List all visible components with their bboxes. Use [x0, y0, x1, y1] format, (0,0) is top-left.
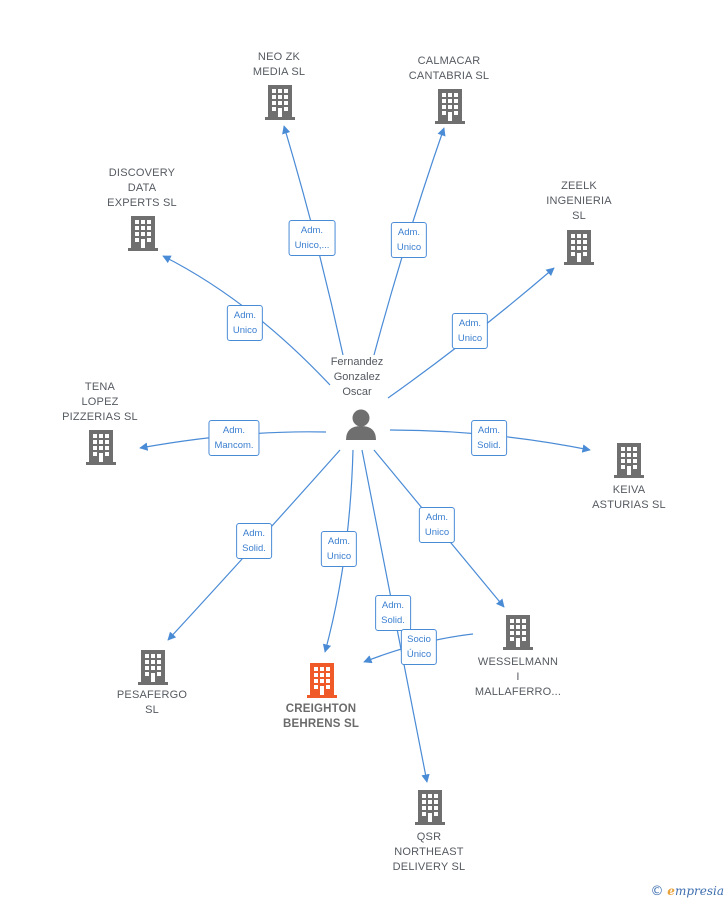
- building-icon-zeelk[interactable]: [564, 230, 594, 265]
- company-label-qsr[interactable]: QSR NORTHEAST DELIVERY SL: [392, 831, 466, 873]
- company-label-zeelk[interactable]: ZEELK INGENIERIA SL: [546, 180, 612, 222]
- edge-badge-calmacar[interactable]: Adm. Unico: [390, 222, 428, 258]
- edge-badge-wesselmann[interactable]: Adm. Unico: [418, 507, 456, 543]
- edge-badge-pesafergo[interactable]: Adm. Solid.: [236, 523, 272, 559]
- edge-badge-wess-creighton[interactable]: Socio Único: [400, 629, 438, 665]
- company-label-keiva[interactable]: KEIVA ASTURIAS SL: [592, 484, 666, 511]
- building-icon-creighton[interactable]: [307, 663, 337, 698]
- building-icon-tena[interactable]: [86, 430, 116, 465]
- company-label-pesafergo[interactable]: PESAFERGO SL: [116, 689, 188, 716]
- edge-badge-zeelk[interactable]: Adm. Unico: [451, 313, 489, 349]
- building-icon-qsr[interactable]: [415, 790, 445, 825]
- person-name[interactable]: Fernandez Gonzalez Oscar: [330, 356, 384, 398]
- edge-badge-creighton[interactable]: Adm. Unico: [320, 531, 358, 567]
- copyright-symbol: ©: [650, 884, 664, 899]
- company-label-neo[interactable]: NEO ZK MEDIA SL: [252, 51, 306, 78]
- edge-badge-keiva[interactable]: Adm. Solid.: [471, 420, 507, 456]
- company-label-creighton[interactable]: CREIGHTON BEHRENS SL: [282, 703, 360, 730]
- brand-name: mpresia: [674, 884, 724, 898]
- person-icon: [346, 409, 376, 440]
- building-icon-discovery[interactable]: [128, 216, 158, 251]
- company-label-tena[interactable]: TENA LOPEZ PIZZERIAS SL: [62, 381, 138, 423]
- company-label-discovery[interactable]: DISCOVERY DATA EXPERTS SL: [107, 167, 177, 209]
- building-icon-wesselmann[interactable]: [503, 615, 533, 650]
- watermark: © empresia: [650, 884, 724, 899]
- company-label-wesselmann[interactable]: WESSELMANN I MALLAFERRO...: [474, 656, 562, 698]
- edge-badge-discovery[interactable]: Adm. Unico: [226, 305, 264, 341]
- building-icon-keiva[interactable]: [614, 443, 644, 478]
- company-label-calmacar[interactable]: CALMACAR CANTABRIA SL: [408, 55, 490, 82]
- edge-badge-qsr[interactable]: Adm. Solid.: [375, 595, 411, 631]
- edge-badge-tena[interactable]: Adm. Mancom.: [208, 420, 260, 456]
- brand-initial: e: [667, 884, 675, 898]
- building-icon-pesafergo[interactable]: [138, 650, 168, 685]
- building-icon-neo[interactable]: [265, 85, 295, 120]
- edge-badge-neo[interactable]: Adm. Unico,...: [288, 220, 336, 256]
- building-icon-calmacar[interactable]: [435, 89, 465, 124]
